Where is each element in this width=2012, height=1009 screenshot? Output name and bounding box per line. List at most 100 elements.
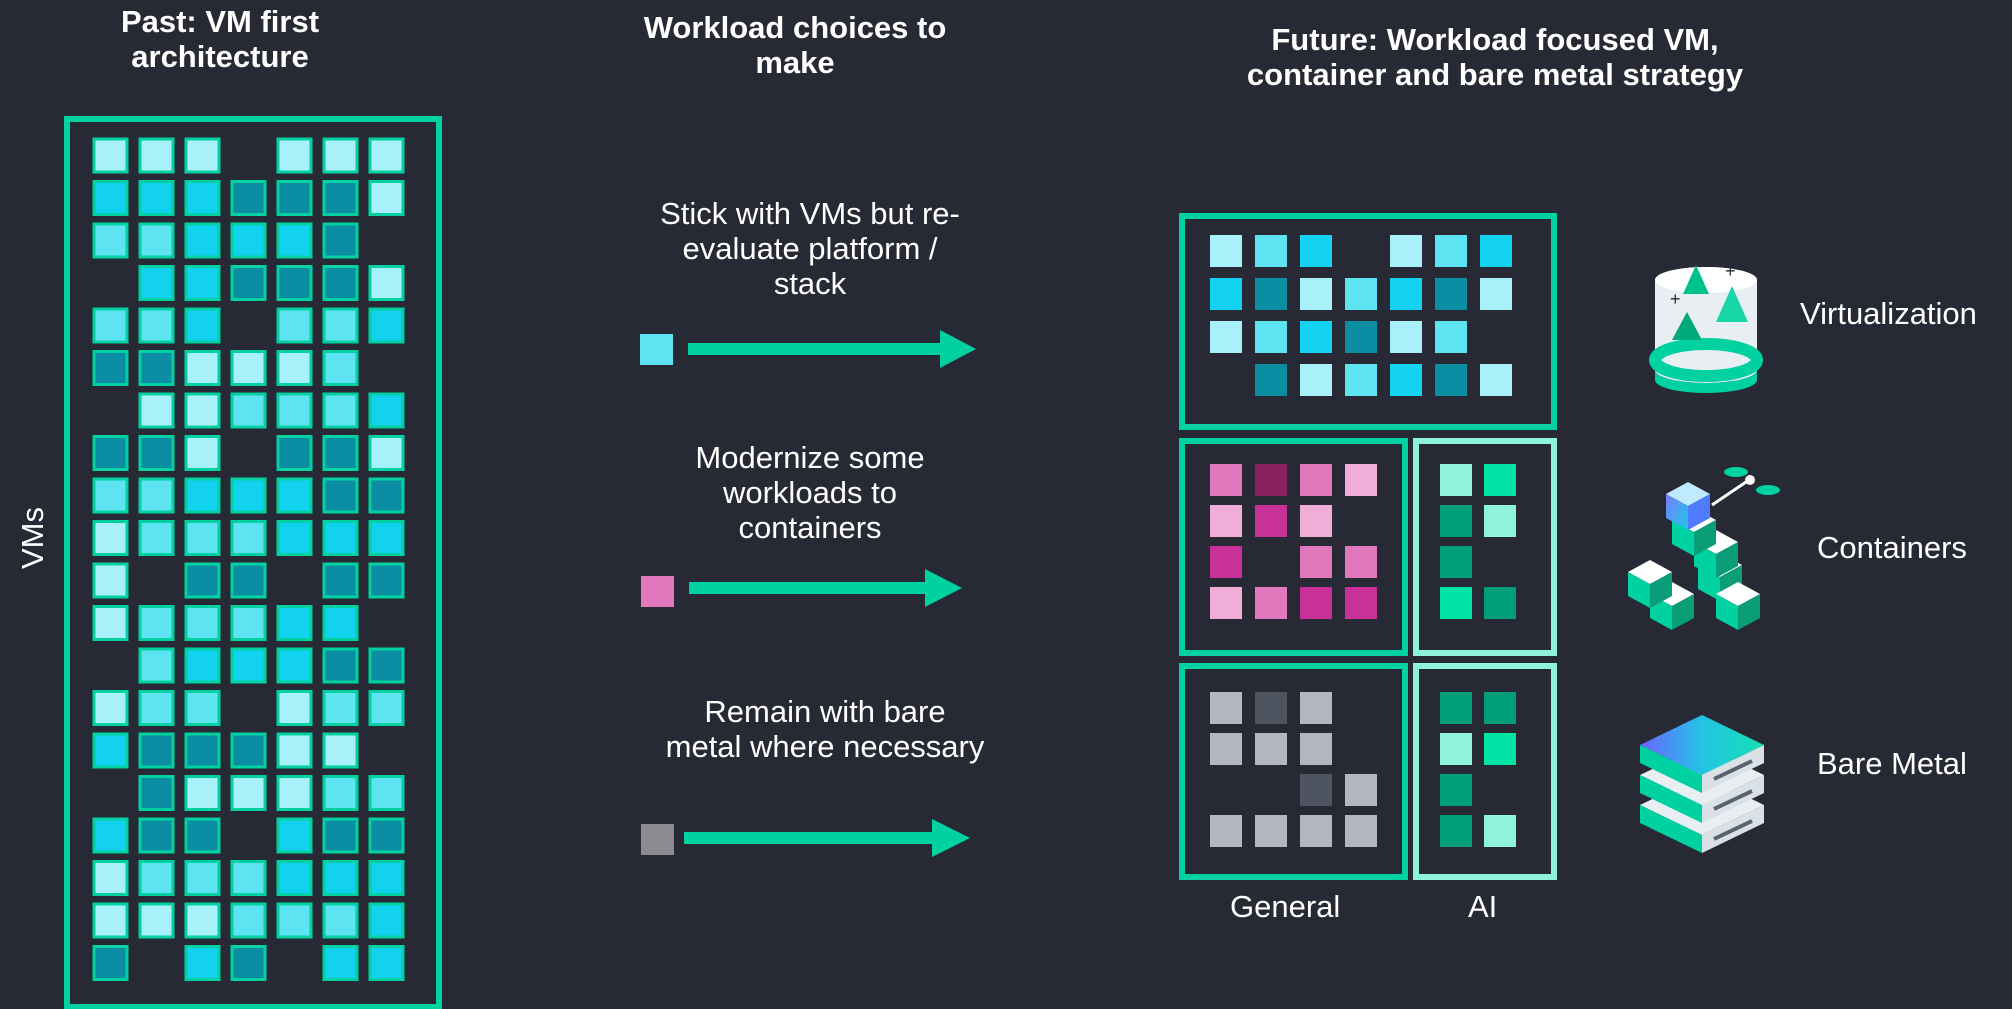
container-square — [1255, 587, 1287, 619]
ai-bare-metal-square — [1484, 815, 1516, 847]
vm-square — [276, 392, 313, 429]
vm-square — [368, 307, 405, 344]
container-square — [1255, 505, 1287, 537]
vm-square — [184, 350, 221, 386]
future-general-containers-box — [1179, 438, 1408, 656]
vm-square — [138, 180, 175, 216]
arrow-vm — [688, 330, 976, 368]
vm-square — [92, 817, 129, 854]
vm-square — [138, 137, 175, 174]
vm-square — [184, 902, 221, 939]
vm-square — [138, 435, 175, 471]
future-vm-square — [1345, 278, 1377, 310]
vm-square — [230, 902, 267, 939]
future-ai-bare-metal-box — [1413, 663, 1557, 880]
vm-square — [322, 137, 359, 174]
vm-square — [276, 180, 313, 216]
vm-square — [276, 690, 313, 726]
vm-square — [92, 520, 129, 556]
vm-square — [276, 222, 313, 259]
vm-square — [92, 307, 129, 344]
ai-bare-metal-square — [1440, 774, 1472, 806]
vm-square — [368, 562, 405, 599]
vm-square — [276, 435, 313, 471]
vm-square — [322, 775, 359, 811]
vm-square — [138, 860, 175, 896]
vm-square — [230, 605, 267, 641]
vm-square — [368, 945, 405, 981]
vm-square — [92, 690, 129, 726]
vm-grid — [92, 137, 405, 981]
vm-square — [368, 435, 405, 471]
bare-metal-square — [1210, 815, 1242, 847]
future-vm-square — [1480, 235, 1512, 267]
vm-square — [368, 180, 405, 216]
future-vm-square — [1390, 364, 1422, 396]
vm-square — [138, 477, 175, 514]
container-square — [1300, 464, 1332, 496]
vm-square — [368, 775, 405, 811]
future-ai-containers-box — [1413, 438, 1557, 656]
future-vm-square — [1210, 235, 1242, 267]
label-ai: AI — [1468, 889, 1498, 924]
bare-metal-square — [1300, 774, 1332, 806]
bare-metal-square — [1255, 815, 1287, 847]
future-vm-square — [1390, 278, 1422, 310]
container-square — [1300, 587, 1332, 619]
vm-square — [322, 902, 359, 939]
vm-square — [138, 817, 175, 854]
vm-square — [184, 435, 221, 471]
vm-square — [276, 520, 313, 556]
vm-square — [322, 477, 359, 514]
vm-square — [368, 137, 405, 174]
vm-square — [184, 690, 221, 726]
bare-metal-square — [1300, 815, 1332, 847]
future-vm-square — [1255, 235, 1287, 267]
future-vm-square — [1345, 364, 1377, 396]
vm-square — [184, 477, 221, 514]
vm-square — [138, 222, 175, 259]
vm-square — [322, 817, 359, 854]
vm-square — [92, 350, 129, 386]
vm-square — [368, 477, 405, 514]
vm-square — [184, 520, 221, 556]
bare-metal-square — [1255, 733, 1287, 765]
future-heading: Future: Workload focused VM, container a… — [1246, 22, 1744, 92]
future-vm-box — [1179, 213, 1557, 430]
vm-square — [230, 775, 267, 811]
container-square — [1345, 546, 1377, 578]
vm-square — [184, 265, 221, 301]
ai-container-square — [1484, 587, 1516, 619]
future-grid — [1210, 235, 1516, 847]
future-vm-square — [1300, 364, 1332, 396]
vm-square — [322, 265, 359, 301]
vm-square — [368, 392, 405, 429]
vm-square — [230, 562, 267, 599]
arrow-containers — [689, 569, 962, 607]
choice-vm-text: Stick with VMs but re-evaluate platform … — [660, 196, 960, 301]
vm-square — [92, 902, 129, 939]
choice-containers-marker — [641, 576, 674, 607]
future-vm-square — [1480, 278, 1512, 310]
vm-square — [276, 265, 313, 301]
vm-square — [322, 307, 359, 344]
vm-square — [368, 520, 405, 556]
container-square — [1210, 505, 1242, 537]
vm-square — [230, 392, 267, 429]
vm-square — [230, 477, 267, 514]
vm-square — [184, 817, 221, 854]
vm-square — [276, 647, 313, 684]
vm-square — [138, 775, 175, 811]
vm-square — [92, 605, 129, 641]
vm-square — [276, 860, 313, 896]
vm-square — [184, 392, 221, 429]
container-square — [1345, 464, 1377, 496]
future-vm-square — [1390, 235, 1422, 267]
vm-square — [322, 690, 359, 726]
vm-square — [184, 307, 221, 344]
future-general-bare-metal-box — [1179, 663, 1408, 880]
future-vm-square — [1390, 321, 1422, 353]
vm-square — [276, 817, 313, 854]
choice-containers-text: Modernize some workloads to containers — [695, 440, 925, 545]
